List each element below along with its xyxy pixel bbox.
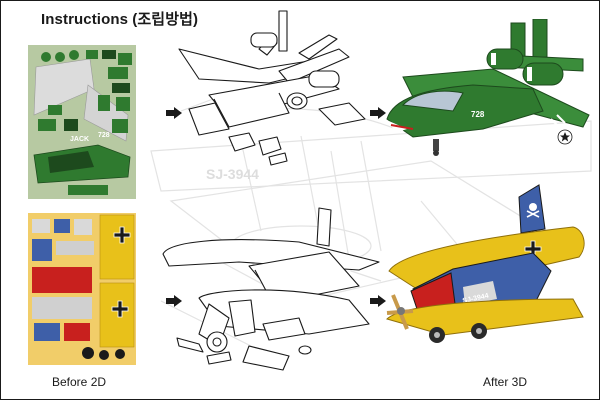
page-title: Instructions (조립방법) — [41, 11, 199, 28]
caption-before: Before 2D — [52, 375, 107, 389]
iron-cross-icon — [524, 240, 542, 258]
jet-sheet-label-name: JACK — [70, 136, 89, 143]
biplane-flat-sheet — [28, 213, 136, 365]
jet-model-label: 728 — [471, 110, 485, 119]
iron-cross-icon — [113, 226, 131, 244]
biplane-exploded-diagram — [162, 207, 380, 371]
skull-crossbones-icon — [526, 203, 540, 218]
arrow-right-icon — [166, 295, 182, 307]
iron-cross-icon — [111, 300, 129, 318]
jet-3d-model: 728 — [386, 19, 590, 156]
arrow-right-icon — [370, 295, 386, 307]
jet-exploded-diagram — [178, 10, 366, 166]
jet-flat-sheet: JACK 728 — [28, 45, 136, 199]
jet-sheet-label-number: 728 — [98, 132, 110, 139]
arrow-right-icon — [370, 107, 386, 119]
star-insignia-icon — [557, 129, 573, 145]
background-label: SJ-3944 — [206, 166, 259, 182]
arrow-right-icon — [166, 107, 182, 119]
caption-after: After 3D — [483, 375, 528, 389]
biplane-3d-model: SJ-3944 — [386, 184, 585, 343]
